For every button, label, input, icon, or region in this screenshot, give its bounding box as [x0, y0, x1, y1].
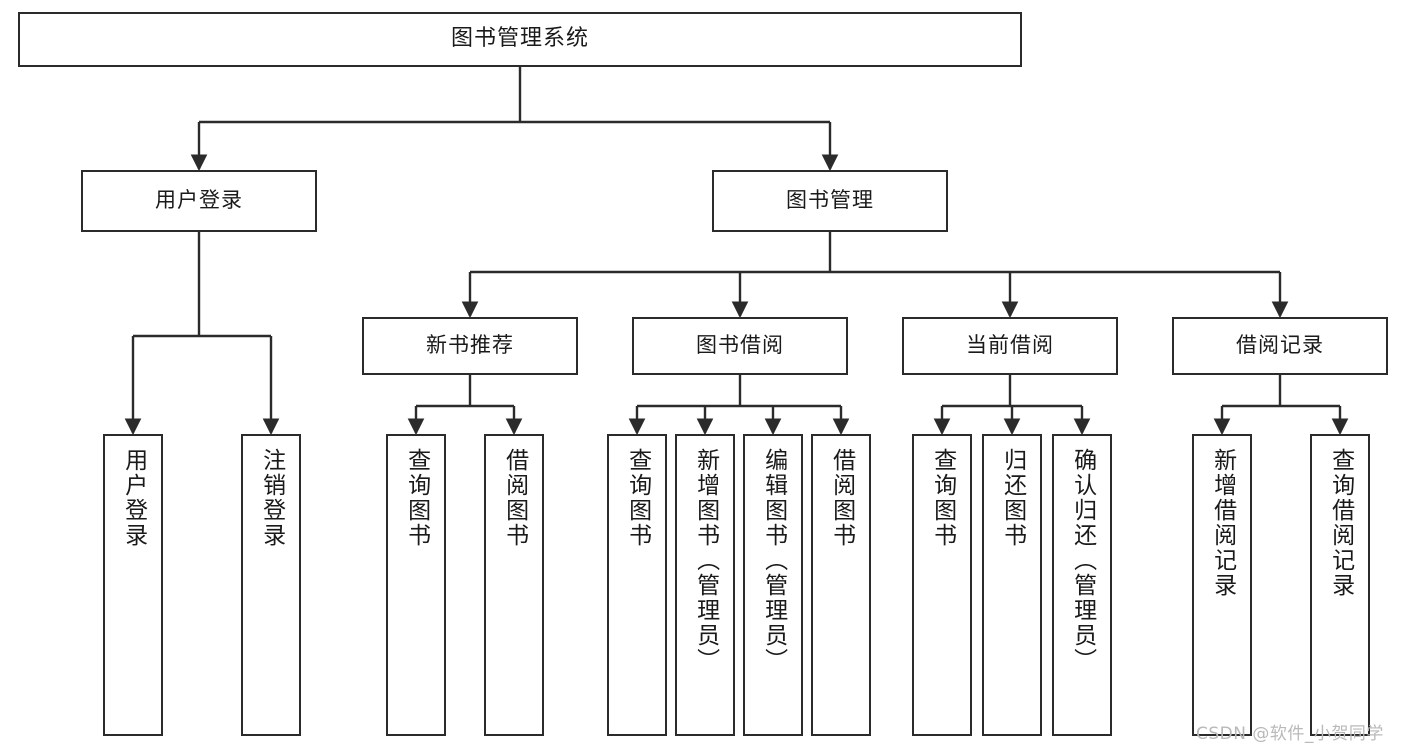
node-label: 归还图书: [999, 448, 1026, 548]
node-leaf-bb-borrow[interactable]: 借阅图书: [811, 434, 871, 736]
node-leaf-cb-confirm[interactable]: 确认归还（管理员）: [1052, 434, 1112, 736]
node-root[interactable]: 图书管理系统: [18, 12, 1022, 67]
node-label: 图书管理: [786, 188, 874, 213]
csdn-watermark: CSDN @软件_小贺同学: [1196, 724, 1384, 744]
node-leaf-br-add[interactable]: 新增借阅记录: [1192, 434, 1252, 736]
node-label: 借阅图书: [501, 448, 528, 548]
node-label: 新书推荐: [426, 333, 514, 358]
node-user-login[interactable]: 用户登录: [81, 170, 317, 232]
node-label: 查询图书: [403, 448, 430, 548]
node-label: 当前借阅: [966, 333, 1054, 358]
node-label: 查询图书: [624, 448, 651, 548]
node-label: 查询借阅记录: [1327, 448, 1354, 598]
node-label: 新增图书（管理员）: [692, 448, 719, 673]
node-leaf-cb-query[interactable]: 查询图书: [912, 434, 972, 736]
node-leaf-bb-query[interactable]: 查询图书: [607, 434, 667, 736]
node-leaf-br-query[interactable]: 查询借阅记录: [1310, 434, 1370, 736]
node-leaf-rec-borrow[interactable]: 借阅图书: [484, 434, 544, 736]
node-leaf-bb-add[interactable]: 新增图书（管理员）: [675, 434, 735, 736]
node-label: 借阅记录: [1236, 333, 1324, 358]
node-leaf-rec-query[interactable]: 查询图书: [386, 434, 446, 736]
node-leaf-cb-return[interactable]: 归还图书: [982, 434, 1042, 736]
node-label: 图书管理系统: [450, 26, 589, 52]
node-new-book-rec[interactable]: 新书推荐: [362, 317, 578, 375]
node-label: 用户登录: [155, 188, 243, 213]
node-borrow-record[interactable]: 借阅记录: [1172, 317, 1388, 375]
node-label: 新增借阅记录: [1209, 448, 1236, 598]
node-book-borrow[interactable]: 图书借阅: [632, 317, 848, 375]
node-label: 图书借阅: [696, 333, 784, 358]
node-current-borrow[interactable]: 当前借阅: [902, 317, 1118, 375]
node-label: 查询图书: [929, 448, 956, 548]
node-leaf-logout[interactable]: 注销登录: [241, 434, 301, 736]
node-leaf-user-login[interactable]: 用户登录: [103, 434, 163, 736]
node-leaf-bb-edit[interactable]: 编辑图书（管理员）: [743, 434, 803, 736]
node-label: 编辑图书（管理员）: [760, 448, 787, 673]
node-label: 借阅图书: [828, 448, 855, 548]
node-book-manage[interactable]: 图书管理: [712, 170, 948, 232]
node-label: 注销登录: [258, 448, 285, 548]
node-label: 用户登录: [120, 448, 147, 548]
node-label: 确认归还（管理员）: [1069, 448, 1096, 673]
